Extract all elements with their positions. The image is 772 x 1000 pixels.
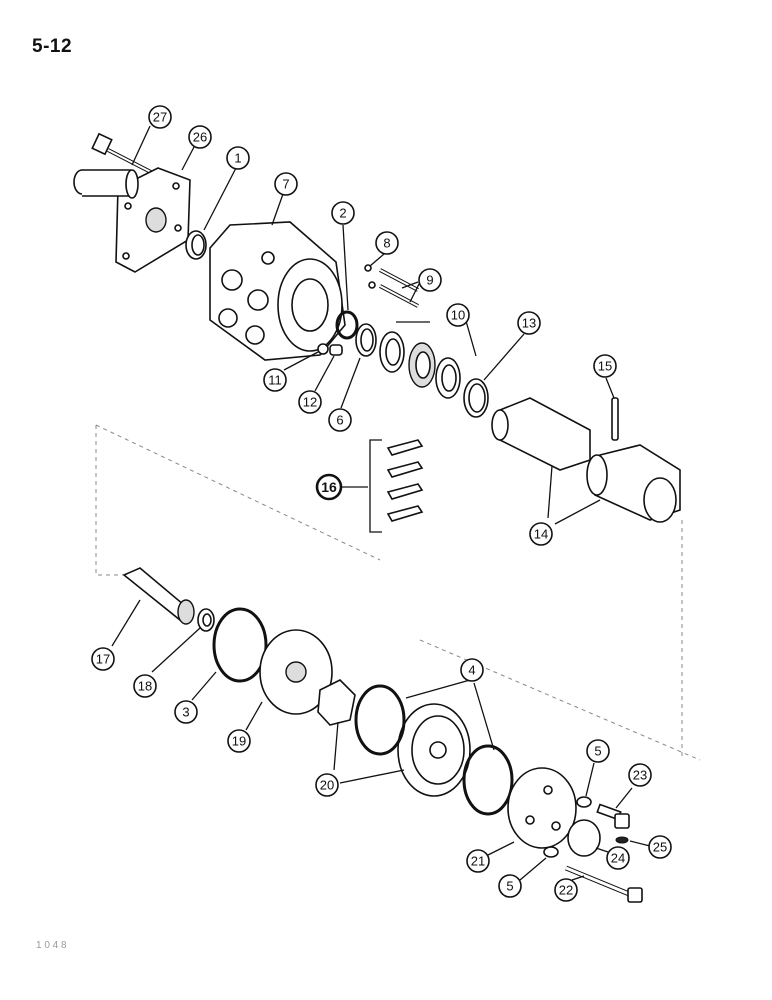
- callout-22: 22: [554, 878, 578, 902]
- part-6-washer: [355, 323, 377, 357]
- part-19-wear-plate: [259, 629, 333, 715]
- part-24-disc: [567, 819, 601, 857]
- callout-19-label: 19: [232, 734, 246, 749]
- part-9-pins: [379, 268, 419, 308]
- callout-19: 19: [227, 729, 251, 753]
- callout-11-label: 11: [268, 373, 282, 388]
- part-11-ball: [317, 343, 329, 355]
- callout-4: 4: [460, 658, 484, 682]
- callout-6-label: 6: [336, 413, 343, 428]
- callout-14: 14: [529, 522, 553, 546]
- callout-24: 24: [606, 846, 630, 870]
- callout-5-bottom-label: 5: [506, 879, 513, 894]
- page-number: 5-12: [32, 36, 73, 57]
- part-23-plug: [596, 803, 630, 829]
- callout-5-top: 5: [586, 739, 610, 763]
- callout-8: 8: [375, 231, 399, 255]
- part-10-thrust-bearing: [379, 331, 461, 399]
- callout-12-label: 12: [303, 395, 317, 410]
- callout-25-label: 25: [653, 840, 667, 855]
- part-22-bolt: [565, 865, 643, 903]
- callout-2-label: 2: [339, 206, 346, 221]
- part-26-mounting-plate: [73, 167, 191, 273]
- callout-25: 25: [648, 835, 672, 859]
- callout-24-label: 24: [611, 851, 625, 866]
- part-4-seal-rings: [354, 684, 514, 816]
- callout-16: 16: [315, 473, 343, 501]
- part-5-washers: [543, 796, 592, 858]
- callout-7-label: 7: [282, 177, 289, 192]
- part-1-seal-ring: [185, 230, 207, 260]
- callout-21: 21: [466, 849, 490, 873]
- callout-15: 15: [593, 354, 617, 378]
- callout-18-label: 18: [138, 679, 152, 694]
- callout-22-label: 22: [559, 883, 573, 898]
- callout-6: 6: [328, 408, 352, 432]
- part-12-seat: [329, 344, 343, 356]
- callout-1-label: 1: [234, 151, 241, 166]
- leader-lines: [111, 125, 651, 881]
- callout-27: 27: [148, 105, 172, 129]
- callout-3-label: 3: [182, 705, 189, 720]
- part-2-o-ring: [335, 310, 359, 340]
- part-25-screw: [615, 836, 629, 844]
- part-14-spool-and-sleeve: [491, 397, 681, 523]
- callout-10: 10: [446, 303, 470, 327]
- part-8-check-balls: [364, 264, 376, 289]
- callout-20: 20: [315, 773, 339, 797]
- callout-14-label: 14: [534, 527, 548, 542]
- callout-23: 23: [628, 763, 652, 787]
- callout-12: 12: [298, 390, 322, 414]
- callout-13-label: 13: [522, 316, 536, 331]
- callout-5-bottom: 5: [498, 874, 522, 898]
- callout-4-label: 4: [468, 663, 475, 678]
- part-20-gerotor-set: [317, 679, 471, 797]
- callout-20-label: 20: [320, 778, 334, 793]
- callout-7: 7: [274, 172, 298, 196]
- part-15-pin: [611, 397, 619, 441]
- part-17-drive-shaft: [122, 567, 195, 625]
- callout-11: 11: [263, 368, 287, 392]
- callout-27-label: 27: [153, 110, 167, 125]
- part-18-spacer: [197, 608, 215, 632]
- callout-3: 3: [174, 700, 198, 724]
- callout-9-label: 9: [426, 273, 433, 288]
- callout-18: 18: [133, 674, 157, 698]
- callout-17: 17: [91, 647, 115, 671]
- part-21-end-cap: [507, 767, 577, 849]
- callout-5-top-label: 5: [594, 744, 601, 759]
- figure-code: 1 0 4 8: [36, 940, 67, 951]
- callout-21-label: 21: [471, 854, 485, 869]
- callout-8-label: 8: [383, 236, 390, 251]
- callout-15-label: 15: [598, 359, 612, 374]
- part-7-valve-housing: [209, 221, 346, 361]
- callout-10-label: 10: [451, 308, 465, 323]
- callout-17-label: 17: [96, 652, 110, 667]
- callout-26-label: 26: [193, 130, 207, 145]
- callout-26: 26: [188, 125, 212, 149]
- callout-9: 9: [418, 268, 442, 292]
- part-13-ring: [463, 378, 489, 418]
- callout-1: 1: [226, 146, 250, 170]
- part-3-seal-ring: [212, 607, 268, 683]
- callout-16-label: 16: [321, 479, 337, 495]
- callout-13: 13: [517, 311, 541, 335]
- callout-23-label: 23: [633, 768, 647, 783]
- part-16-springs: [369, 439, 424, 533]
- callout-2: 2: [331, 201, 355, 225]
